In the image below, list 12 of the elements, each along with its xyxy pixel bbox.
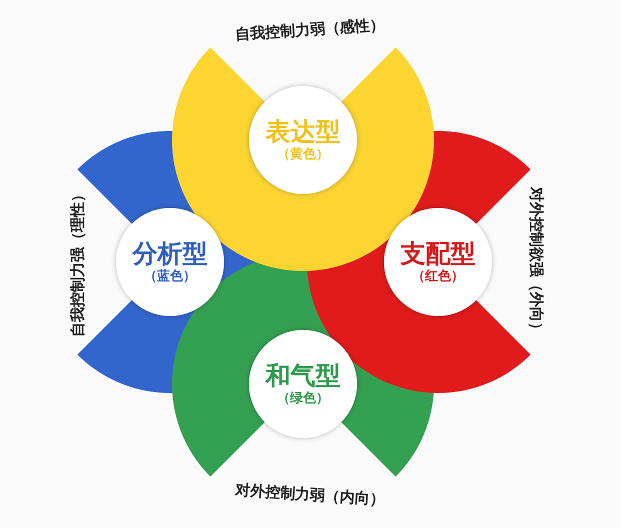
type-color: （蓝色） <box>144 268 196 286</box>
type-color: （红色） <box>412 268 464 286</box>
axis-label: 对外控制欲强（外向） <box>526 187 546 337</box>
axis-label: 自我控制力弱（感性） <box>234 15 386 45</box>
type-name: 表达型 <box>266 116 340 147</box>
type-name: 和气型 <box>266 360 340 391</box>
axis-label: 对外控制力弱（内向） <box>234 480 386 510</box>
type-name: 支配型 <box>400 238 476 269</box>
axis-label: 自我控制力强（理性） <box>68 187 88 337</box>
type-color: （绿色） <box>277 390 329 408</box>
type-color: （黄色） <box>277 146 329 164</box>
type-name: 分析型 <box>132 238 208 269</box>
